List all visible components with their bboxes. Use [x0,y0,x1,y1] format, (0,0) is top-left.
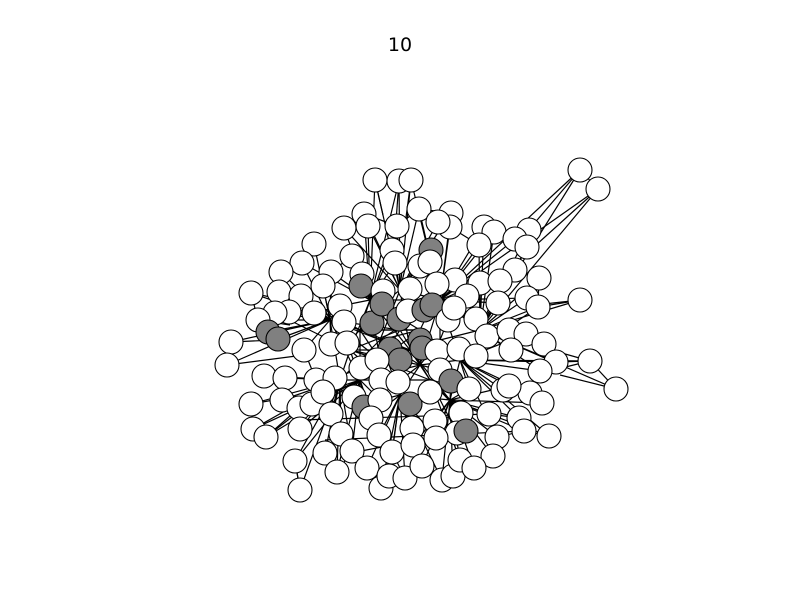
graph-node [425,209,451,235]
graph-node [398,167,424,193]
graph-node [511,418,537,444]
graph-node [339,438,365,464]
graph-edge [439,329,481,341]
graph-node [417,249,443,275]
graph-node [214,352,240,378]
graph-node [331,215,357,241]
graph-node-highlighted [348,273,374,299]
graph-node [496,373,522,399]
graph-node-highlighted [387,347,413,373]
graph-node [461,455,487,481]
graph-edge [399,208,420,291]
graph-node [384,213,410,239]
graph-node [382,250,408,276]
graph-node [476,401,502,427]
graph-node-highlighted [453,418,479,444]
graph-node [498,337,524,363]
node-layer [214,157,629,503]
graph-node [312,440,338,466]
graph-node [310,273,336,299]
graph-node [536,423,562,449]
graph-node [526,265,552,291]
graph-node [318,401,344,427]
graph-node [529,390,555,416]
graph-node [603,376,629,402]
graph-node [424,271,450,297]
graph-node [466,232,492,258]
graph-node [301,231,327,257]
graph-node [417,379,443,405]
graph-node [355,213,381,239]
graph-node [527,358,553,384]
graph-node [567,287,593,313]
graph-node [487,268,513,294]
graph-edge [343,227,401,291]
graph-node [485,290,511,316]
graph-node [310,379,336,405]
graph-node [324,459,350,485]
graph-node [218,329,244,355]
graph-node-highlighted [265,326,291,352]
graph-node [400,432,426,458]
graph-node-highlighted [369,291,395,317]
graph-node [334,330,360,356]
graph-node [366,422,392,448]
graph-node [331,309,357,335]
graph-node [567,157,593,183]
graph-node [406,196,432,222]
graph-node [409,453,435,479]
graph-node [362,167,388,193]
graph-node [354,455,380,481]
graph-node [514,234,540,260]
graph-node [531,331,557,357]
graph-node [577,348,603,374]
graph-node [441,295,467,321]
graph-node [238,280,264,306]
graph-node [397,276,423,302]
graph-node [282,448,308,474]
figure-title: 10 [387,34,413,56]
graph-node [291,337,317,363]
graph-node [301,300,327,326]
graph-node [287,477,313,503]
graph-node [287,416,313,442]
graph-edge [226,354,305,366]
graph-node [238,391,264,417]
graph-node [253,424,279,450]
graph-node [385,369,411,395]
graph-node [456,376,482,402]
graph-node [251,363,277,389]
graph-edge [459,359,520,419]
graph-node [289,250,315,276]
graph-node [423,425,449,451]
graph-node [480,443,506,469]
graph-node [525,294,551,320]
graph-node [585,176,611,202]
graph-node [272,365,298,391]
graph-node [379,439,405,465]
graph-node [463,343,489,369]
